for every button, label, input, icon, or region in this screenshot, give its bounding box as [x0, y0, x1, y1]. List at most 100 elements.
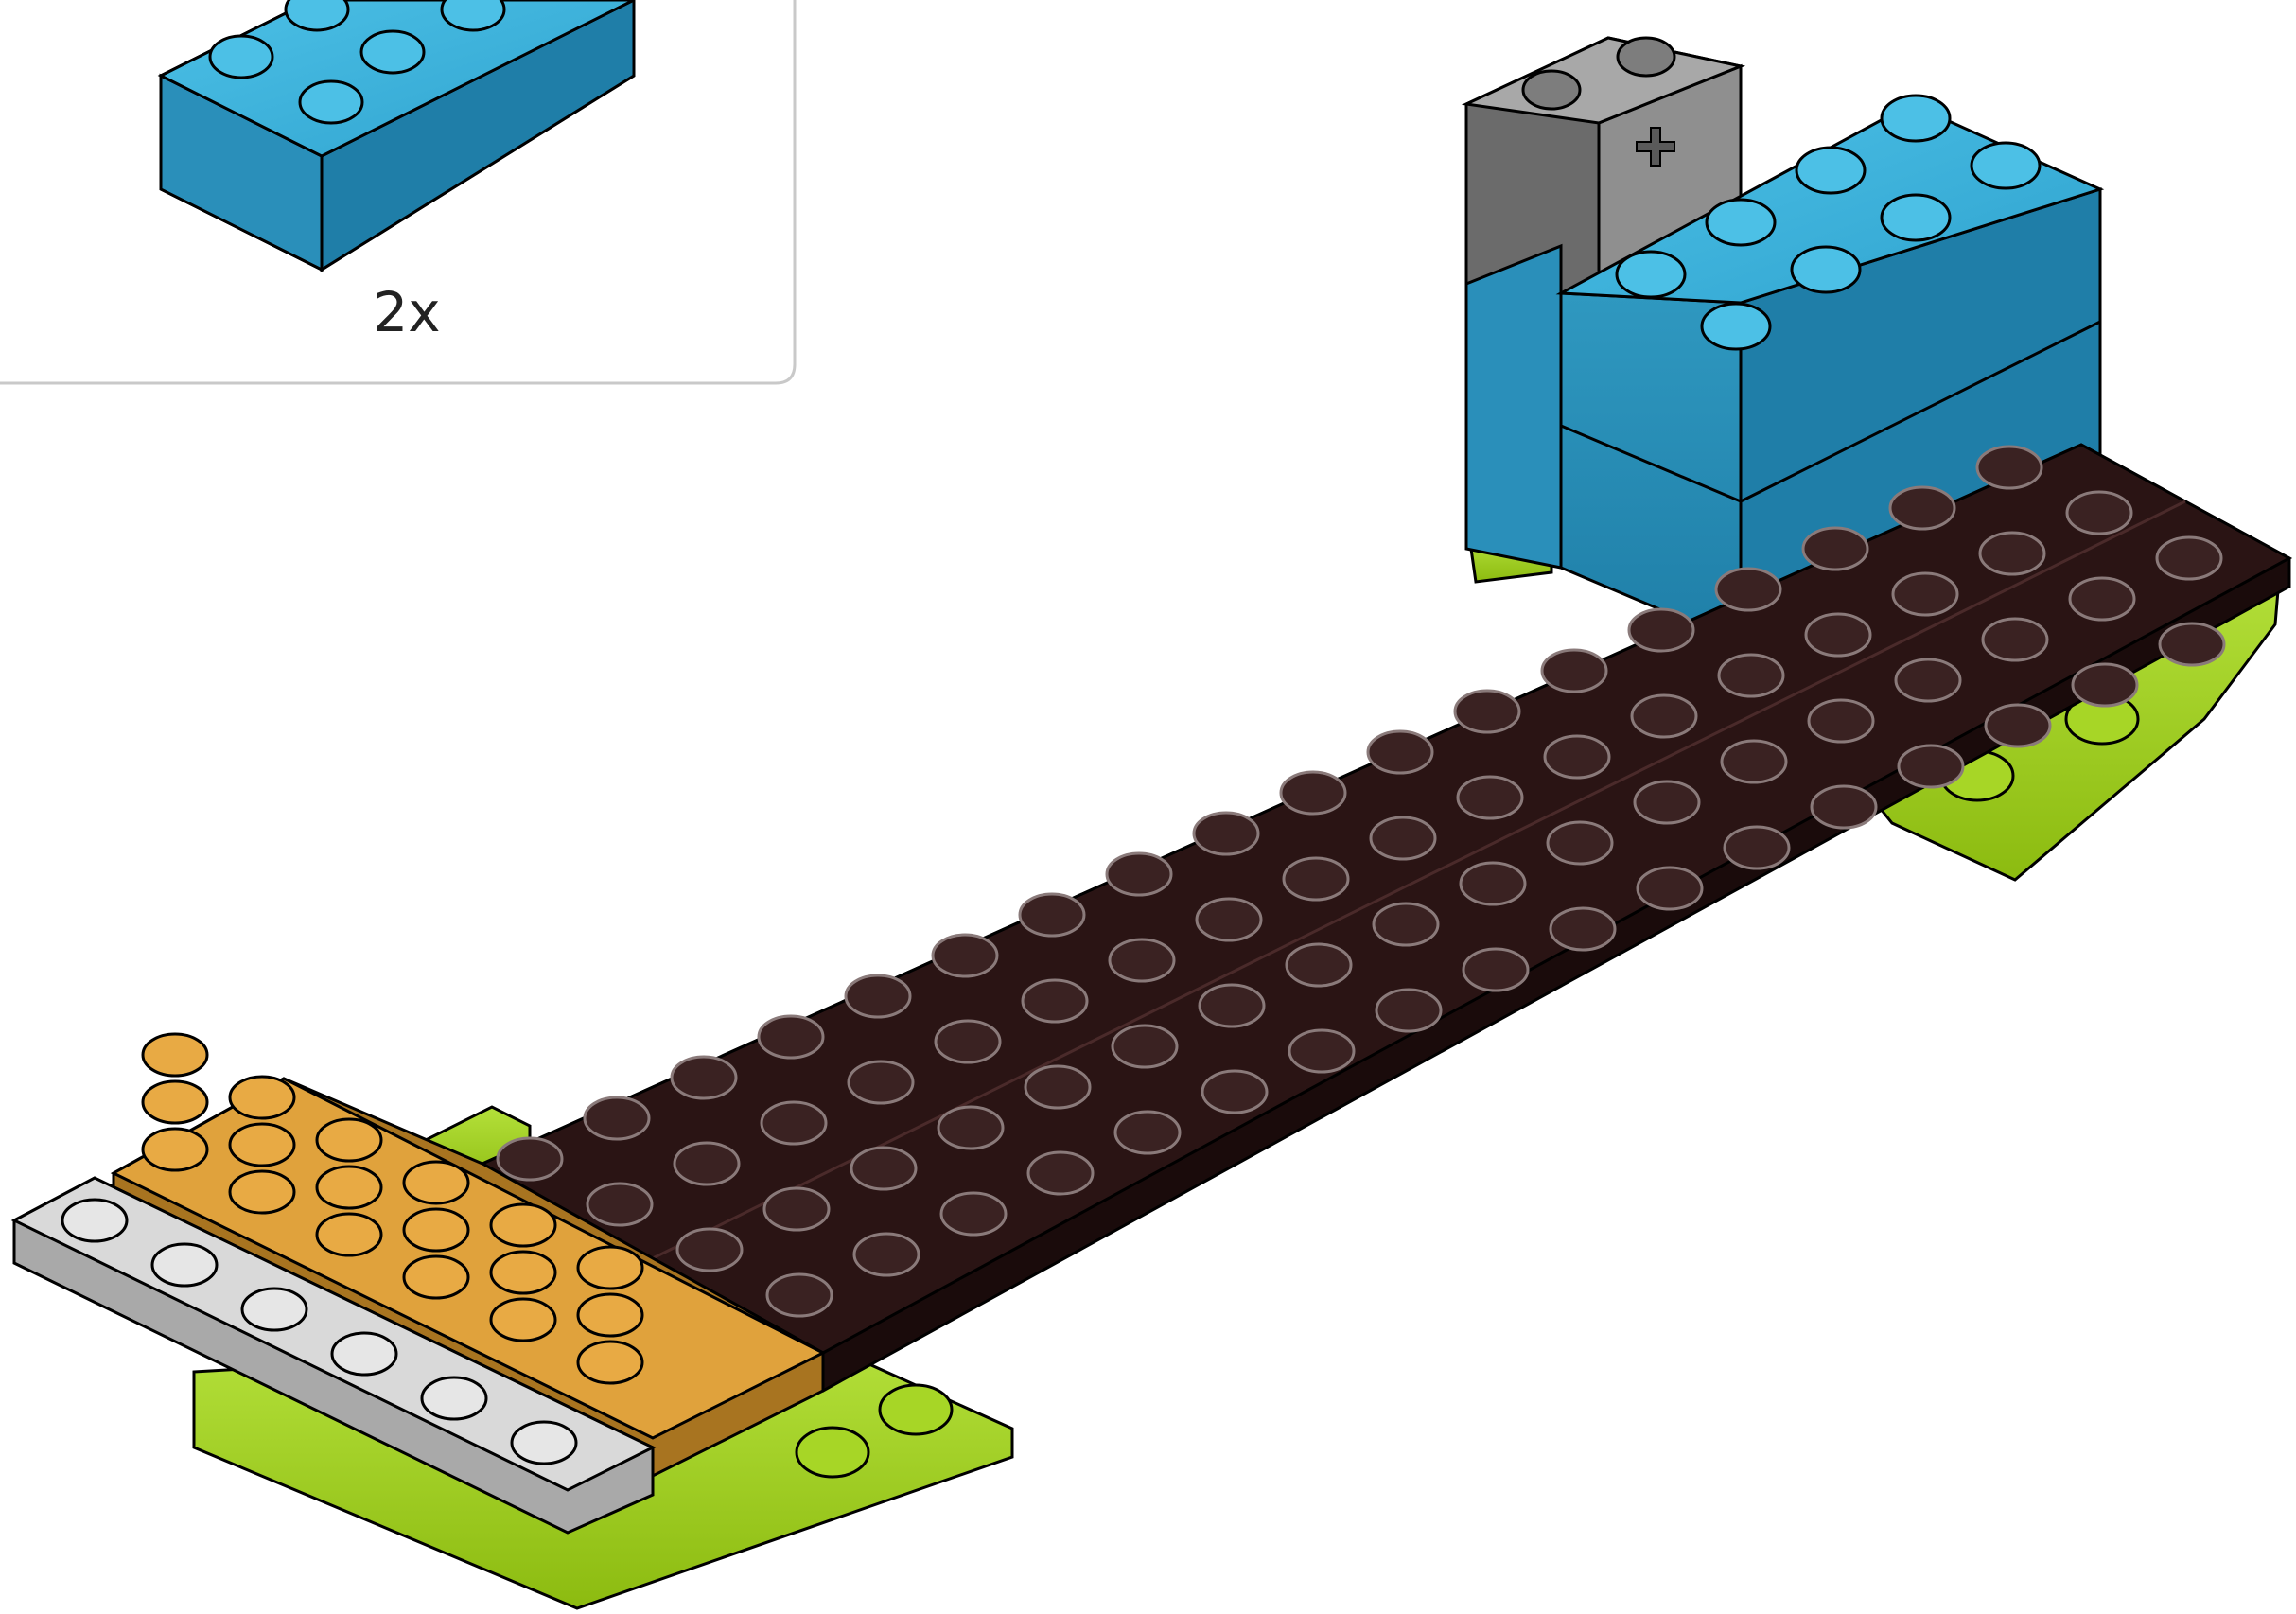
dark-plate-stud	[937, 1105, 1005, 1150]
dark-plate-stud	[1282, 856, 1350, 902]
dark-plate-stud	[852, 1232, 920, 1277]
orange-plate-stud	[228, 1169, 296, 1215]
dark-plate-stud	[844, 974, 912, 1019]
dark-plate-stud	[1111, 1024, 1179, 1069]
dark-plate-stud	[1018, 892, 1086, 938]
dark-plate-stud	[1723, 825, 1791, 870]
dark-plate-stud	[673, 1141, 741, 1186]
orange-plate-stud	[576, 1245, 644, 1290]
dark-plate-stud	[583, 1096, 651, 1141]
dark-plate-stud	[934, 1019, 1002, 1064]
dark-plate-stud	[2155, 535, 2223, 581]
dark-plate-stud	[1462, 947, 1530, 992]
white-plate-stud	[61, 1198, 129, 1243]
dark-plate-stud	[1633, 780, 1701, 825]
dark-plate-stud	[1024, 1064, 1092, 1110]
blue-brick-stack	[1464, 94, 2105, 646]
dark-plate-stud	[2071, 662, 2139, 708]
white-plate-stud	[420, 1376, 488, 1421]
orange-plate-stud	[489, 1250, 557, 1295]
dark-plate-stud	[496, 1136, 564, 1182]
dark-plate-stud	[1105, 851, 1173, 897]
dark-plate-stud	[1456, 775, 1524, 820]
dark-plate-stud	[1546, 820, 1614, 866]
dark-plate-stud	[850, 1146, 918, 1191]
parts-callout: 2x	[0, 0, 797, 385]
callout-quantity-label: 2x	[373, 280, 440, 344]
dark-plate-stud	[1978, 531, 2046, 576]
dark-plate-stud	[1975, 445, 2043, 490]
dark-plate-stud	[1888, 485, 1956, 531]
dark-plate-stud	[1717, 653, 1785, 698]
white-plate-stud	[240, 1287, 308, 1332]
orange-plate-stud	[141, 1079, 209, 1125]
dark-plate-stud	[1021, 978, 1089, 1024]
dark-plate-stud	[1026, 1150, 1095, 1196]
orange-plate-stud	[141, 1127, 209, 1172]
dark-plate-stud	[1891, 571, 1959, 617]
dark-plate-stud	[1113, 1110, 1182, 1155]
dark-plate-stud	[1804, 612, 1872, 658]
orange-plate-stud	[489, 1202, 557, 1248]
orange-plate-stud	[576, 1340, 644, 1385]
dark-plate-stud	[586, 1182, 654, 1227]
white-plate-stud	[150, 1242, 219, 1288]
dark-plate-stud	[1279, 770, 1347, 816]
dark-plate-stud	[1810, 784, 1878, 830]
blue-brick-studs	[1615, 94, 2042, 351]
orange-plate-stud	[141, 1032, 209, 1078]
dark-plate-stud	[1807, 698, 1875, 744]
dark-plate-stud	[1540, 648, 1608, 693]
white-plate-stud	[510, 1420, 578, 1465]
dark-plate-stud	[1801, 526, 1869, 571]
dark-plate-stud	[765, 1272, 833, 1318]
white-plate	[10, 1176, 657, 1535]
dark-plate-stud	[1981, 617, 2049, 662]
dark-plate-stud	[1897, 744, 1965, 789]
orange-plate-stud	[402, 1254, 470, 1300]
orange-plate-studs	[141, 1032, 644, 1385]
white-plate-studs	[61, 1198, 578, 1465]
orange-plate-stud	[576, 1292, 644, 1338]
dark-plate-stud	[1636, 866, 1704, 911]
dark-plate-stud	[1894, 658, 1962, 703]
dark-plate-stud	[2158, 622, 2226, 667]
axle-hole-icon	[1636, 127, 1675, 167]
dark-plate-stud	[1195, 897, 1263, 942]
orange-plate-stud	[402, 1207, 470, 1253]
dark-plate-stud	[1543, 734, 1611, 780]
dark-plate-stud	[1984, 703, 2052, 748]
callout-studs	[208, 0, 506, 125]
dark-plate-stud	[1369, 816, 1437, 861]
dark-plate-stud	[1459, 861, 1527, 906]
callout-brick-2x4-blue	[157, 0, 636, 272]
dark-plate-stud	[670, 1055, 738, 1100]
dark-plate-stud	[757, 1014, 825, 1060]
dark-plate-stud	[1630, 693, 1698, 739]
dark-plate-stud	[1192, 811, 1260, 856]
dark-plate-stud	[1108, 938, 1176, 983]
dark-plate-stud	[2068, 576, 2136, 622]
dark-plate-stud	[1720, 739, 1788, 784]
dark-plate-stud	[1198, 983, 1266, 1028]
dark-plate-stud	[1372, 902, 1440, 947]
dark-plate-stud	[760, 1100, 828, 1146]
dark-plate-stud	[1288, 1028, 1356, 1074]
dark-plate-stud	[1375, 988, 1443, 1033]
dark-plate-stud	[1549, 906, 1617, 952]
dark-plate-stud	[675, 1227, 744, 1272]
white-plate-stud	[330, 1331, 398, 1377]
dark-plate-long	[479, 443, 2293, 1393]
orange-plate-stud	[315, 1165, 383, 1210]
dark-plate-stud	[931, 933, 999, 978]
dark-plate-stud	[1201, 1069, 1269, 1114]
dark-plate-stud	[1366, 729, 1434, 775]
dark-plate-stud	[939, 1191, 1008, 1237]
dark-plate-studs	[496, 445, 2226, 1318]
orange-plate-stud	[315, 1212, 383, 1257]
orange-plate-stud	[315, 1117, 383, 1163]
dark-plate-stud	[1285, 942, 1353, 988]
orange-plate-stud	[402, 1160, 470, 1205]
dark-plate-stud	[847, 1060, 915, 1105]
